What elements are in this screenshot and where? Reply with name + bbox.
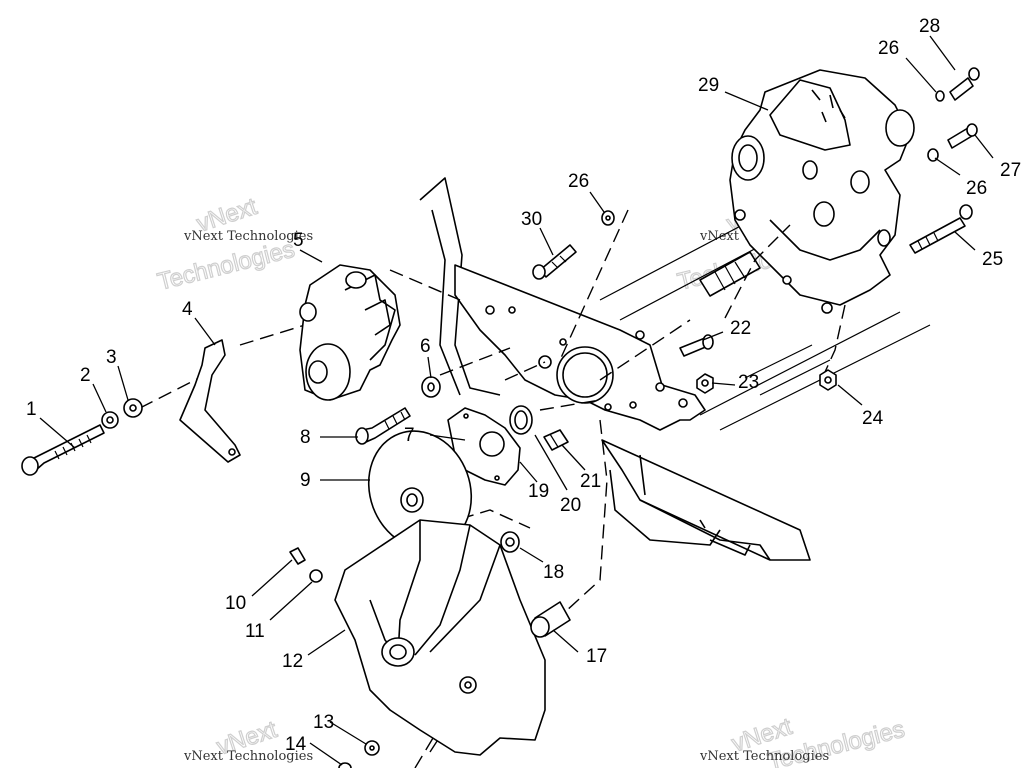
guard-12 <box>334 519 546 756</box>
callout-6: 6 <box>420 336 431 357</box>
bolt-8 <box>355 407 411 445</box>
callout-30: 30 <box>521 209 542 230</box>
callout-14: 14 <box>285 734 307 755</box>
callout-10: 10 <box>225 593 246 614</box>
callout-1: 1 <box>26 399 37 420</box>
callout-27: 27 <box>1000 160 1021 181</box>
callout-22: 22 <box>730 318 751 339</box>
nut-18 <box>500 531 520 553</box>
washer-6 <box>421 376 441 398</box>
callout-29: 29 <box>698 75 719 96</box>
callout-23: 23 <box>738 372 759 393</box>
washer-11 <box>309 569 323 583</box>
callout-26-upper: 26 <box>878 38 899 59</box>
mounting-plate <box>454 264 706 431</box>
gearcase <box>699 69 915 314</box>
callout-5: 5 <box>293 230 304 251</box>
callout-3: 3 <box>106 347 117 368</box>
plate-7 <box>447 407 521 486</box>
seal-20 <box>509 405 533 435</box>
callout-12: 12 <box>282 651 303 672</box>
spacer-17 <box>530 601 571 638</box>
bolt-28 <box>949 67 980 101</box>
callout-13: 13 <box>313 712 334 733</box>
callout-8: 8 <box>300 427 311 448</box>
bolt-1 <box>21 424 105 476</box>
callout-11: 11 <box>245 621 265 642</box>
callout-28: 28 <box>919 16 940 37</box>
bolt-30 <box>532 244 577 280</box>
callout-21: 21 <box>580 471 601 492</box>
nut-23 <box>696 373 714 394</box>
watermark-small: vNext Technologies <box>183 749 313 764</box>
bolt-27 <box>947 123 978 149</box>
callout-18: 18 <box>543 562 564 583</box>
callout-20: 20 <box>560 495 581 516</box>
washer-13 <box>364 740 380 756</box>
callout-26-right: 26 <box>966 178 987 199</box>
callout-17: 17 <box>586 646 607 667</box>
watermark-small: vNext Technologies <box>699 749 829 764</box>
callout-9: 9 <box>300 470 311 491</box>
callout-2: 2 <box>80 365 91 386</box>
washer-2 <box>101 411 119 429</box>
leader-lines <box>39 35 994 766</box>
callout-19: 19 <box>528 481 549 502</box>
bracket-4 <box>179 339 241 463</box>
callout-7: 7 <box>404 425 415 446</box>
lockwasher-26-center <box>601 210 615 226</box>
callout-26-center: 26 <box>568 171 589 192</box>
screw-10 <box>289 547 306 565</box>
callouts: 1 2 3 4 5 6 7 8 9 10 11 12 13 14 17 18 1… <box>26 16 1021 755</box>
callout-25: 25 <box>982 249 1003 270</box>
nut-24 <box>819 369 837 391</box>
alignment-lines <box>139 209 846 768</box>
washer-3 <box>123 398 143 418</box>
callout-24: 24 <box>862 408 884 429</box>
callout-4: 4 <box>182 299 193 320</box>
watermark-small: vNext Technologies <box>183 229 313 244</box>
motor-5 <box>299 264 401 401</box>
bolt-25 <box>909 204 973 254</box>
lockwasher-26-upper <box>935 90 945 102</box>
watermark-big-bottom: Technologies <box>155 236 297 296</box>
